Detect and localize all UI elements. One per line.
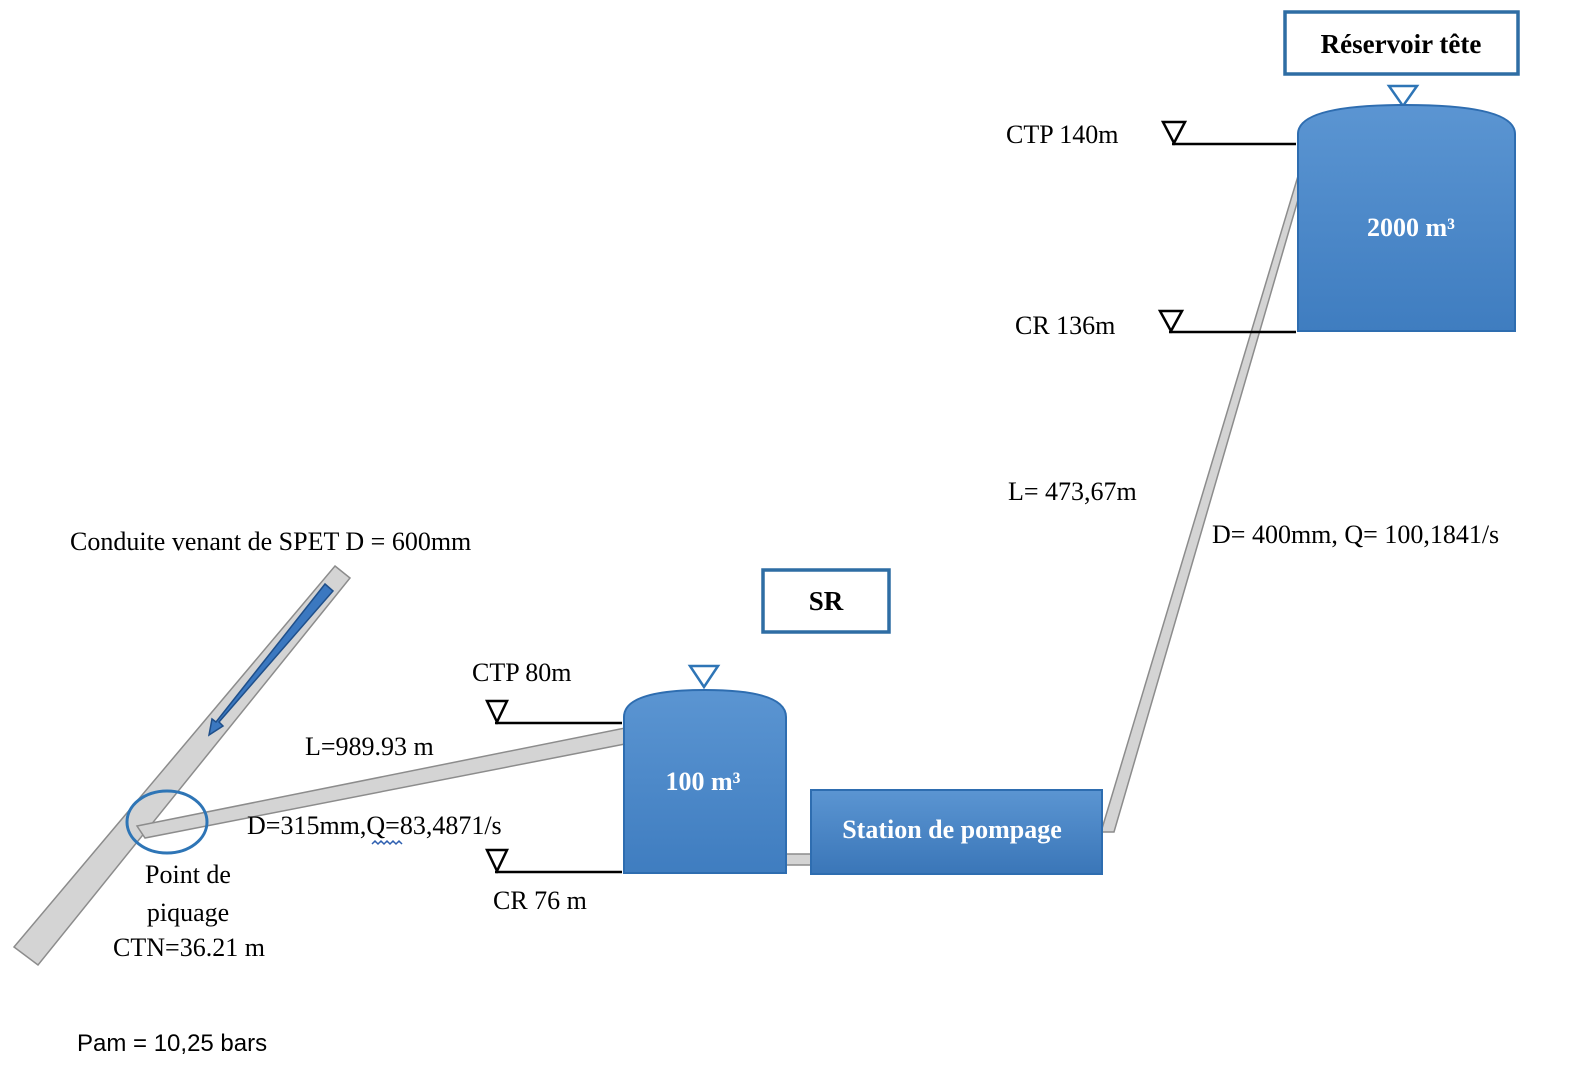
ctp-80-label: CTP 80m — [472, 658, 571, 687]
sr-pump-connector — [783, 853, 815, 866]
spellcheck-squiggle — [371, 839, 403, 846]
level-marker-icon — [1157, 309, 1185, 334]
reservoir-title: Réservoir tête — [1321, 29, 1482, 59]
sr-tank — [623, 688, 787, 874]
pipe-lower-label: D=315mm,Q=83,4871/s — [247, 811, 502, 840]
head-reservoir-tank — [1297, 103, 1516, 332]
cr-76-label: CR 76 m — [493, 886, 587, 915]
level-marker-icon — [485, 848, 509, 874]
incoming-pipe-label: Conduite venant de SPET D = 600mm — [70, 527, 471, 556]
sr-title: SR — [809, 586, 844, 616]
ctp-140-label: CTP 140m — [1006, 120, 1118, 149]
ctn-label: CTN=36.21 m — [113, 933, 265, 962]
tapping-point-circle — [125, 789, 209, 855]
length-upper-label: L= 473,67m — [1008, 477, 1137, 506]
pump-station-label: Station de pompage — [842, 815, 1062, 844]
reservoir-top-triangle-icon — [1386, 84, 1420, 109]
pump-station-box — [810, 789, 1103, 875]
sr-top-triangle-icon — [687, 664, 721, 690]
flow-arrow-icon — [207, 582, 335, 737]
reservoir-capacity: 2000 m³ — [1367, 213, 1455, 242]
level-marker-icon — [1160, 120, 1188, 146]
sr-title-box — [761, 568, 891, 634]
length-lower-label: L=989.93 m — [305, 732, 434, 761]
tapping-point-line2: piquage — [147, 898, 229, 927]
level-marker-icon — [485, 699, 509, 725]
sr-capacity: 100 m³ — [666, 767, 741, 796]
pipe-upper-label: D= 400mm, Q= 100,1841/s — [1212, 520, 1499, 549]
tapping-point-line1: Point de — [145, 860, 231, 889]
reservoir-title-box — [1283, 10, 1520, 76]
cr-136-label: CR 136m — [1015, 311, 1115, 340]
pam-label: Pam = 10,25 bars — [77, 1030, 267, 1057]
